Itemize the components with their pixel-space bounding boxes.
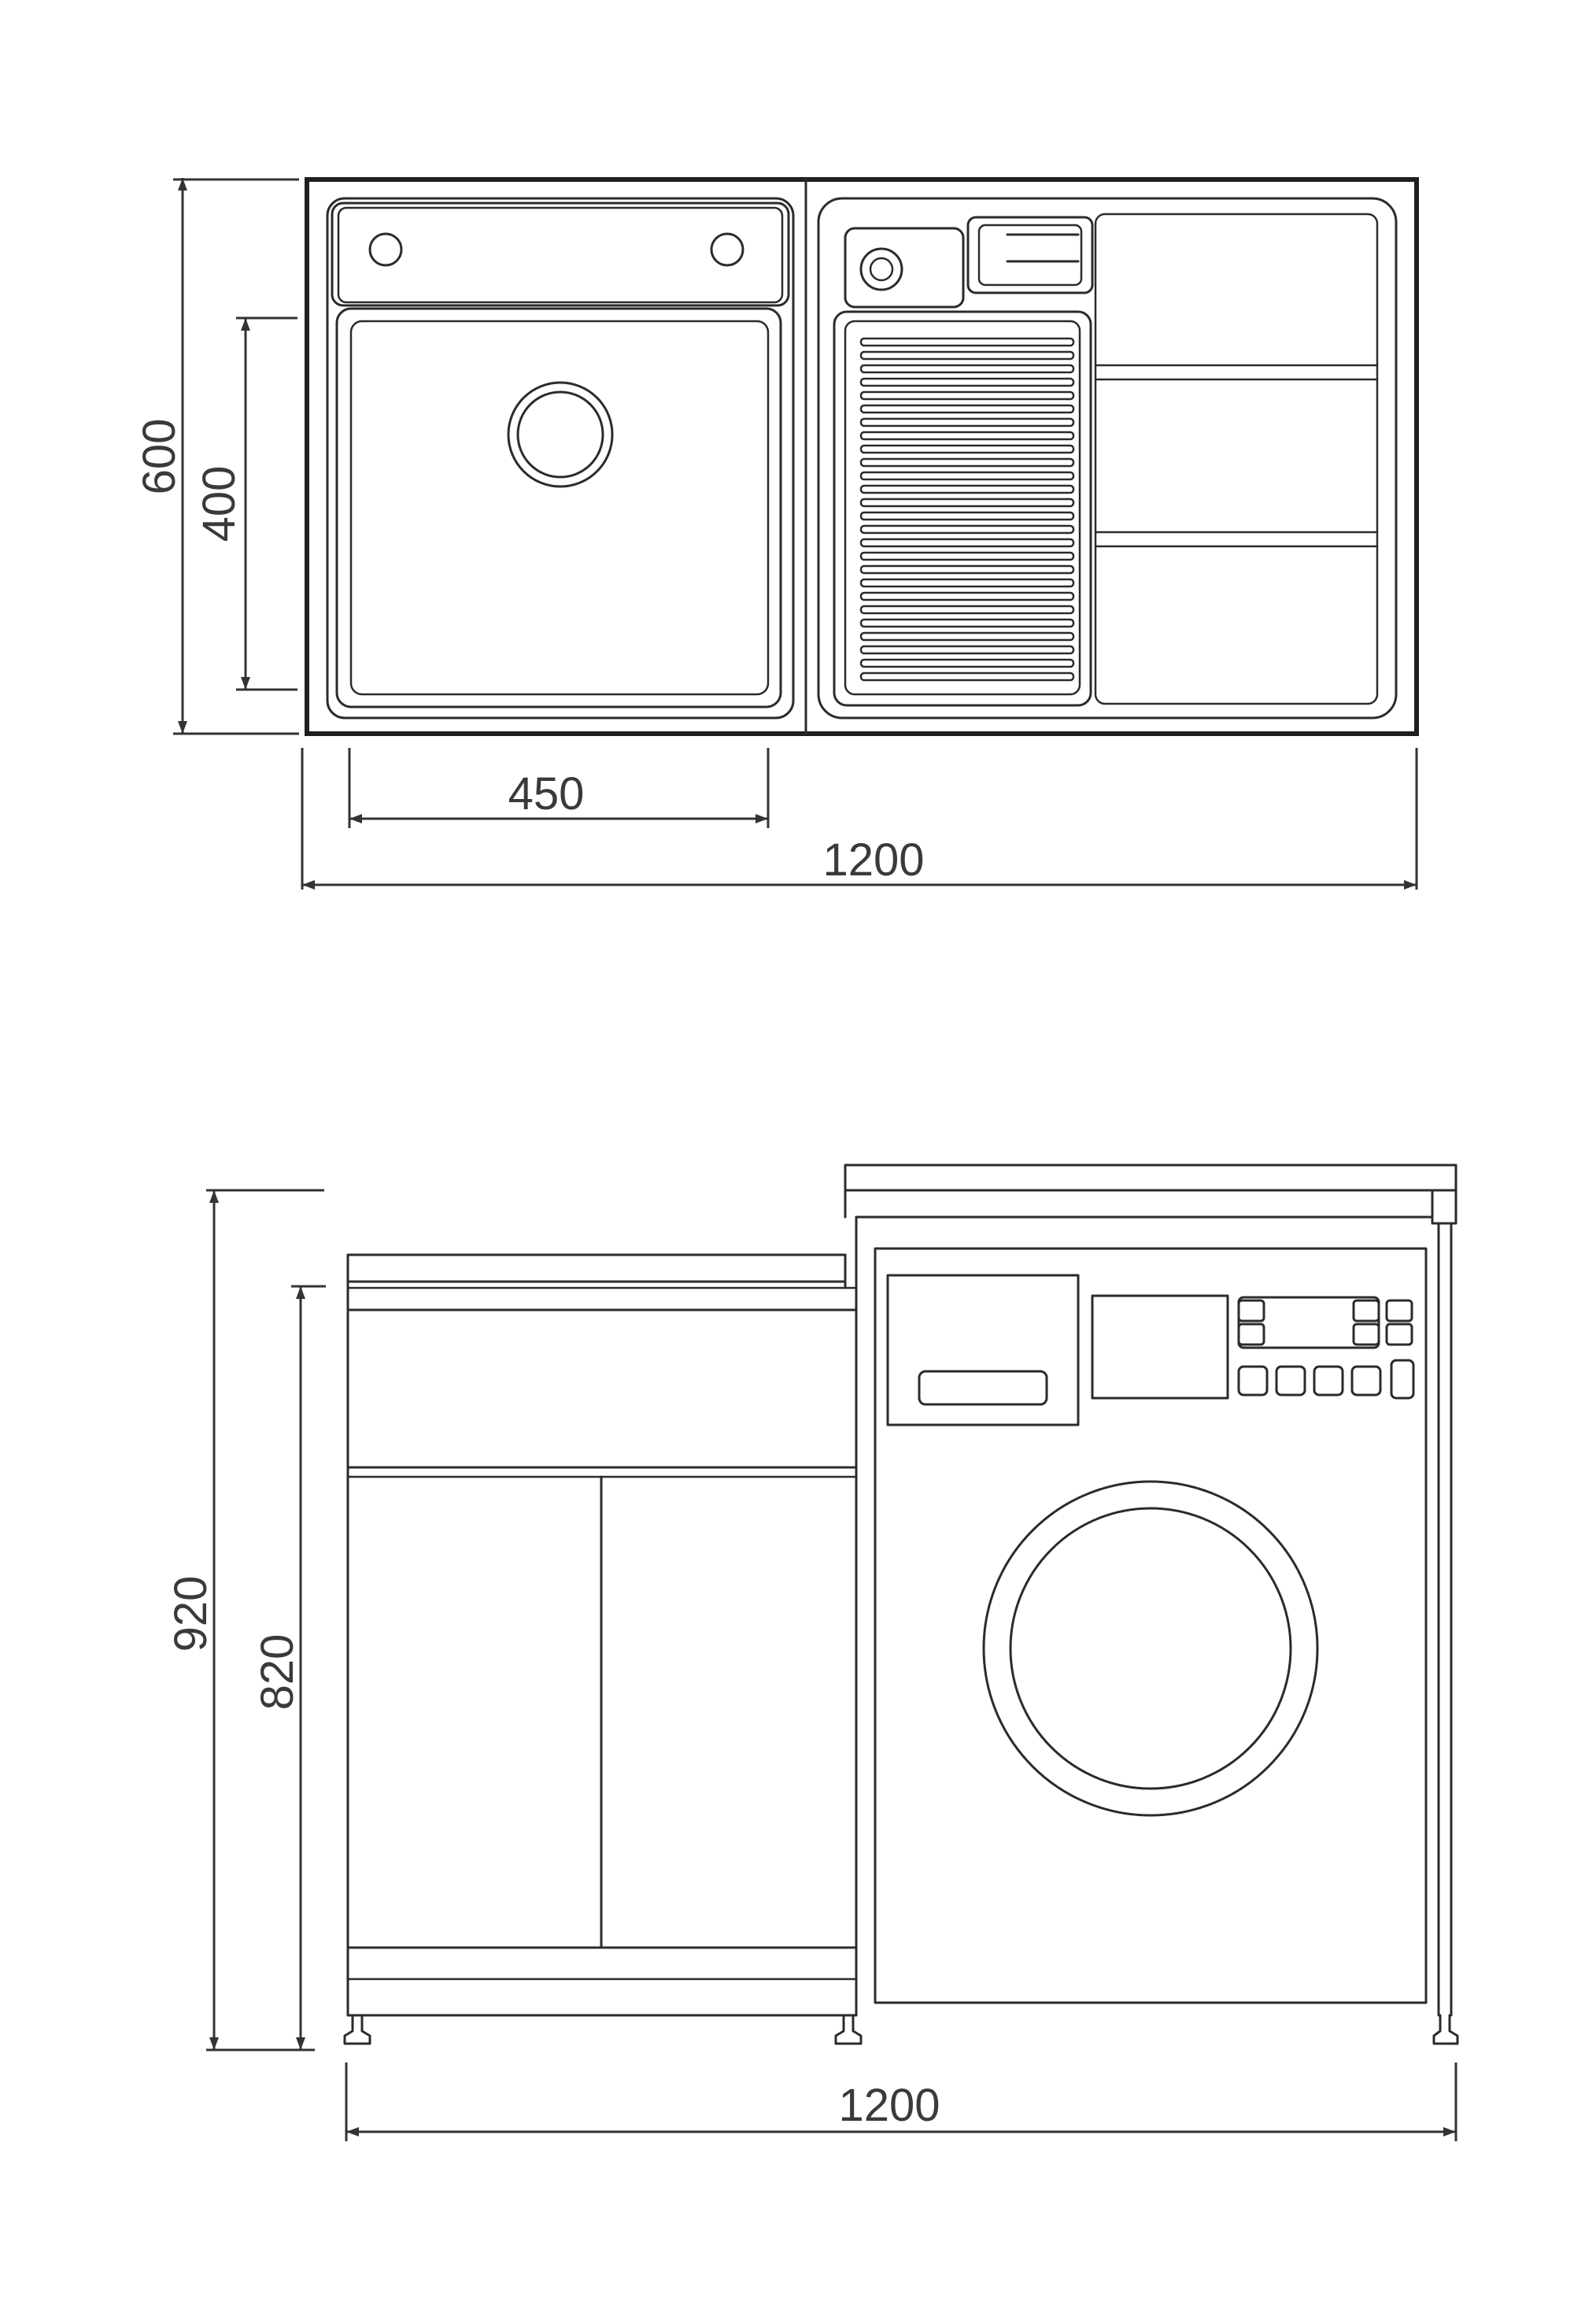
drain-outer — [507, 381, 614, 488]
washboard-inner — [844, 320, 1081, 696]
overflow-drain — [859, 247, 903, 291]
control-button — [1237, 1299, 1265, 1323]
dim-depth-600: 600 — [134, 419, 185, 495]
washboard-rib — [859, 591, 1075, 601]
control-screen — [1237, 1296, 1380, 1349]
control-button — [1352, 1323, 1380, 1346]
washing-machine — [874, 1247, 1428, 2004]
washboard-rib — [859, 551, 1075, 561]
washboard-rib — [859, 337, 1075, 347]
countertop-outline — [305, 177, 1419, 736]
washboard-rib — [859, 605, 1075, 615]
washboard-rib — [859, 631, 1075, 642]
control-button — [1237, 1365, 1269, 1397]
brush-holder — [966, 216, 1094, 294]
sink-basin-inner — [349, 320, 770, 696]
control-button — [1385, 1299, 1413, 1323]
washboard-rib — [859, 377, 1075, 387]
washboard-rib — [859, 364, 1075, 374]
washer-display — [1091, 1294, 1229, 1400]
cabinet-countertop — [346, 1253, 847, 1283]
washer-control-panel — [1237, 1296, 1415, 1400]
front-view-dimensions: 920 820 1200 — [165, 1189, 1457, 2141]
control-button — [1350, 1365, 1382, 1397]
front-view — [343, 1164, 1459, 2045]
faucet-deck-inner — [337, 206, 784, 304]
sink-rim — [326, 197, 795, 720]
washboard-rib — [859, 457, 1075, 468]
washboard-rib — [859, 564, 1075, 575]
enclosure-right-post — [1431, 1189, 1457, 1225]
drain-inner — [516, 390, 604, 479]
dim-total-width-front-1200: 1200 — [838, 2080, 940, 2131]
control-button — [1313, 1365, 1344, 1397]
washboard-rib — [859, 658, 1075, 668]
washer-door-inner — [1009, 1507, 1292, 1790]
washboard-rib — [859, 431, 1075, 441]
washboard-rib — [859, 498, 1075, 508]
enclosure-foot-right — [1432, 2014, 1459, 2045]
shelf-area — [1094, 213, 1379, 705]
cabinet-foot-left — [343, 2014, 371, 2045]
overflow-drain-inner — [869, 257, 894, 282]
washboard-ribs — [859, 337, 1075, 682]
control-button — [1237, 1323, 1265, 1346]
washboard-rib — [859, 671, 1075, 682]
top-view-dimensions: 600 400 450 1200 — [134, 178, 1418, 890]
washboard-rib — [859, 350, 1075, 361]
washboard-rib — [859, 390, 1075, 401]
washboard-rib — [859, 524, 1075, 535]
cabinet-foot-right — [834, 2014, 863, 2045]
dim-total-height-920: 920 — [165, 1576, 216, 1652]
washboard-rib — [859, 538, 1075, 548]
control-button — [1385, 1323, 1413, 1346]
washboard-rib — [859, 511, 1075, 521]
soap-box — [844, 227, 965, 309]
washboard-rim — [817, 197, 1398, 720]
washboard-rib — [859, 471, 1075, 481]
washboard-rib — [859, 444, 1075, 454]
washboard — [833, 310, 1092, 707]
brush-holder-inner — [977, 224, 1083, 287]
top-view — [305, 177, 1419, 736]
washboard-rib — [859, 404, 1075, 414]
control-button — [1275, 1365, 1306, 1397]
washer-top-slab — [844, 1164, 1457, 1192]
faucet-deck — [331, 202, 790, 307]
washboard-rib — [859, 417, 1075, 427]
washboard-rib — [859, 645, 1075, 655]
washer-door-outer — [982, 1480, 1319, 1817]
washboard-rib — [859, 578, 1075, 588]
faucet-hole-left — [368, 232, 403, 267]
washboard-rib — [859, 618, 1075, 628]
detergent-drawer-handle — [918, 1370, 1048, 1406]
detergent-drawer — [886, 1274, 1080, 1426]
sink-basin — [335, 307, 782, 708]
control-button — [1390, 1359, 1415, 1400]
faucet-hole-right — [710, 232, 744, 267]
washboard-rib — [859, 484, 1075, 494]
dim-basin-depth-400: 400 — [194, 466, 245, 542]
dim-cabinet-height-820: 820 — [252, 1634, 303, 1711]
dim-basin-width-450: 450 — [508, 768, 585, 819]
control-button — [1352, 1299, 1380, 1323]
dim-total-width-top-1200: 1200 — [822, 834, 924, 886]
